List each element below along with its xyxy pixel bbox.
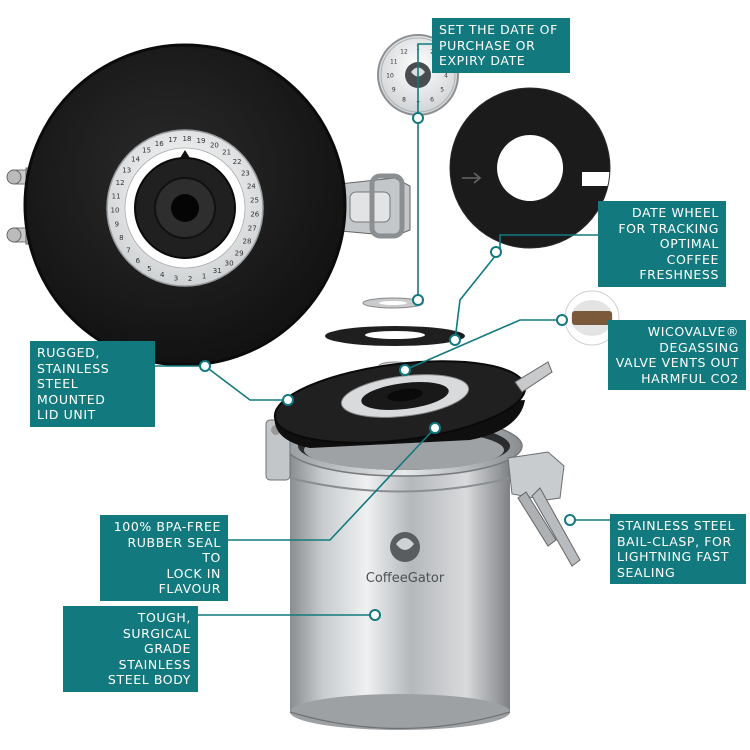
dial-number: 24 [247,183,256,191]
dial-number: 31 [213,267,222,275]
dial-number: 26 [250,211,259,219]
dial-number: 30 [225,259,234,267]
dial-number: 14 [131,155,140,163]
dial-number: 12 [116,179,125,187]
month-number: 6 [430,97,434,104]
dial-number: 6 [136,257,141,265]
dial-number: 1 [202,272,206,280]
dial-number: 20 [210,142,219,150]
month-number: 11 [390,59,398,66]
date-wheel-part [449,87,612,249]
dial-number: 17 [168,136,177,144]
dial-number: 11 [112,193,121,201]
month-number: 9 [392,87,396,94]
dial-number: 23 [241,170,250,178]
dial-number: 19 [197,137,206,145]
dial-number: 4 [160,271,165,279]
dial-number: 10 [111,207,120,215]
canister-lid [273,360,553,448]
dial-number: 8 [119,234,123,242]
dial-number: 13 [122,166,131,174]
callout-lines [155,43,610,616]
callout-lid-unit: RUGGED, STAINLESS STEEL MOUNTED LID UNIT [30,341,155,427]
valve-thumbnail [564,290,620,346]
callout-dots [199,112,576,621]
rubber-ring-part [325,326,465,346]
callout-valve: WICOVALVE® DEGASSING VALVE VENTS OUT HAR… [608,320,746,390]
month-number: 8 [402,97,406,104]
callout-body: TOUGH, SURGICAL GRADE STAINLESS STEEL BO… [63,606,198,692]
month-number: 12 [400,48,408,55]
dial-number: 22 [233,158,242,166]
month-number: 4 [444,73,448,80]
dial-number: 29 [235,249,244,257]
dial-number: 25 [250,196,259,204]
dial-number: 3 [174,274,178,282]
dial-number: 27 [248,224,257,232]
callout-date-wheel: DATE WHEEL FOR TRACKING OPTIMAL COFFEE F… [598,201,726,287]
dial-number: 21 [222,149,231,157]
dial-number: 7 [126,246,130,254]
dial-number: 16 [155,140,164,148]
dial-number: 2 [188,275,192,283]
month-number: 10 [386,73,394,80]
month-number: 5 [440,87,444,94]
brand-logo-text: CoffeeGator [366,571,445,586]
callout-clasp: STAINLESS STEEL BAIL-CLASP, FOR LIGHTNIN… [610,514,746,584]
callout-seal: 100% BPA-FREE RUBBER SEAL TO LOCK IN FLA… [100,515,228,601]
dial-number: 9 [115,221,119,229]
canister: CoffeeGator [265,360,581,730]
dial-number: 18 [183,135,192,143]
callout-date-purchase: SET THE DATE OF PURCHASE OR EXPIRY DATE [432,18,570,73]
dial-number: 5 [147,265,151,273]
dial-number: 28 [243,238,252,246]
dial-number: 15 [142,146,151,154]
